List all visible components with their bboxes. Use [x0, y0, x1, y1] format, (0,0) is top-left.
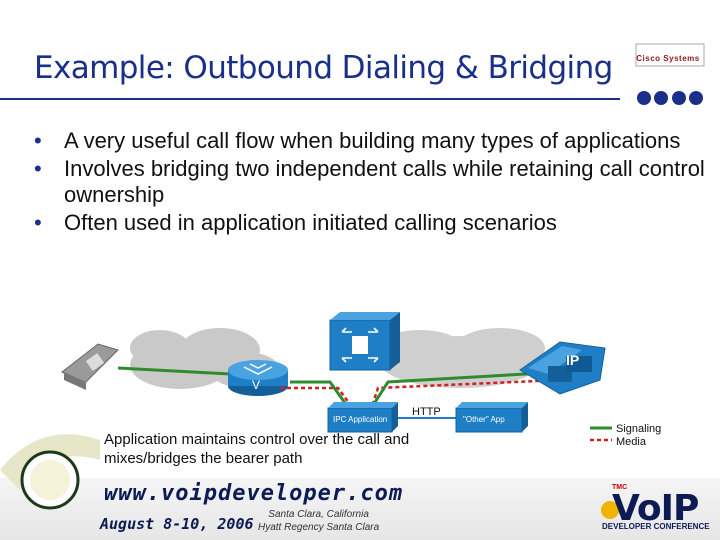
other-app-box	[455, 402, 528, 433]
call-flow-diagram: V	[61, 312, 612, 442]
title-rule	[0, 98, 620, 100]
voip-logo-icon	[601, 501, 619, 519]
gateway-router-icon: V	[228, 360, 288, 396]
footer-venue: Santa Clara, California Hyatt Regency Sa…	[258, 508, 379, 534]
voip-logo-tmc: TMC	[612, 484, 628, 491]
other-app-label: "Other" App	[463, 415, 505, 424]
bullet-list: •A very useful call flow when building m…	[30, 128, 710, 238]
footer-website[interactable]: www.voipdeveloper.com	[104, 481, 404, 506]
voip-logo-word: VoIP	[612, 488, 699, 529]
slide-title: Example: Outbound Dialing & Bridging	[34, 50, 613, 86]
ipc-application-box	[327, 402, 398, 433]
footer-band	[0, 478, 720, 540]
bullet-item: •Involves bridging two independent calls…	[34, 156, 705, 207]
call-manager-icon	[329, 312, 400, 371]
conference-swoosh-icon	[0, 434, 100, 510]
voip-logo-subtitle: DEVELOPER CONFERENCE	[602, 522, 710, 531]
bullet-item: •Often used in application initiated cal…	[34, 210, 557, 235]
cisco-logo-text: Cisco Systems	[636, 54, 700, 63]
svg-text:V: V	[252, 378, 260, 392]
ip-phone-icon	[519, 341, 606, 395]
ip-phone-label: IP	[566, 352, 580, 368]
legend-media-label: Media	[616, 436, 646, 448]
footer-dates: August 8-10, 2006	[100, 515, 254, 533]
http-label: HTTP	[412, 406, 441, 418]
venue-line-1: Santa Clara, California	[268, 509, 369, 520]
analog-phone-icon	[61, 343, 119, 390]
cisco-bridge-icon	[635, 43, 705, 105]
ipc-application-label: IPC Application	[333, 415, 388, 424]
diagram-caption: Application maintains control over the c…	[104, 431, 410, 467]
venue-line-2: Hyatt Regency Santa Clara	[258, 522, 380, 533]
cisco-logo	[634, 42, 706, 106]
bullet-item: •A very useful call flow when building m…	[34, 128, 681, 153]
legend	[590, 426, 612, 442]
legend-signaling-label: Signaling	[616, 423, 662, 435]
